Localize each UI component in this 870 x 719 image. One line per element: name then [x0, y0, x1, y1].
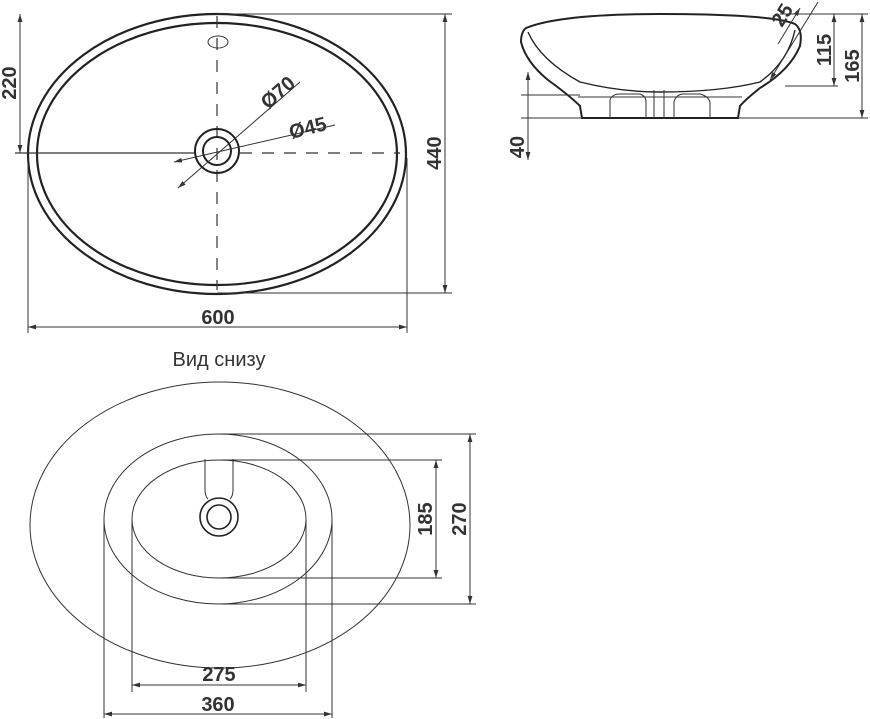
label-diameter-70: Ø70 — [257, 72, 300, 113]
overflow-channel — [204, 459, 234, 500]
label-width: 600 — [201, 307, 234, 329]
leader-diameter-70 — [177, 81, 301, 189]
drain-inner-circle — [202, 136, 232, 166]
overflow-hole — [207, 35, 229, 49]
label-height: 440 — [424, 136, 446, 169]
label-half-height: 220 — [0, 66, 21, 99]
label-bowl-height: 115 — [814, 34, 836, 66]
drain-outer-circle — [194, 128, 240, 174]
label-total-height: 165 — [842, 49, 864, 82]
label-bottom-inner-width: 275 — [202, 664, 235, 686]
basin-inner-profile — [527, 29, 796, 93]
label-bottom-base-height: 270 — [449, 502, 471, 535]
basin-side-profile — [519, 12, 802, 119]
base-cutout-left — [609, 93, 647, 118]
label-diameter-45: Ø45 — [287, 113, 329, 143]
top-view: Ø70 Ø45 600 440 220 — [0, 12, 452, 333]
bottom-inner-ellipse — [131, 459, 307, 579]
bottom-drain-inner — [206, 504, 232, 530]
leader-rim — [769, 1, 819, 81]
leader-diameter-45 — [173, 124, 336, 163]
label-rim: 25 — [768, 0, 798, 31]
label-bottom-base-width: 360 — [201, 694, 234, 716]
base-cutout-right — [673, 93, 711, 118]
bottom-view-caption: Вид снизу — [173, 349, 266, 371]
side-view: 165 115 40 25 — [507, 0, 868, 160]
bottom-drain-outer — [199, 497, 239, 537]
label-base-height: 40 — [507, 136, 529, 158]
bottom-outer-ellipse — [29, 381, 411, 669]
label-bottom-inner-height: 185 — [415, 502, 437, 535]
leader-rim-2 — [777, 7, 801, 45]
bottom-view: Вид снизу 270 185 275 360 — [29, 349, 476, 718]
